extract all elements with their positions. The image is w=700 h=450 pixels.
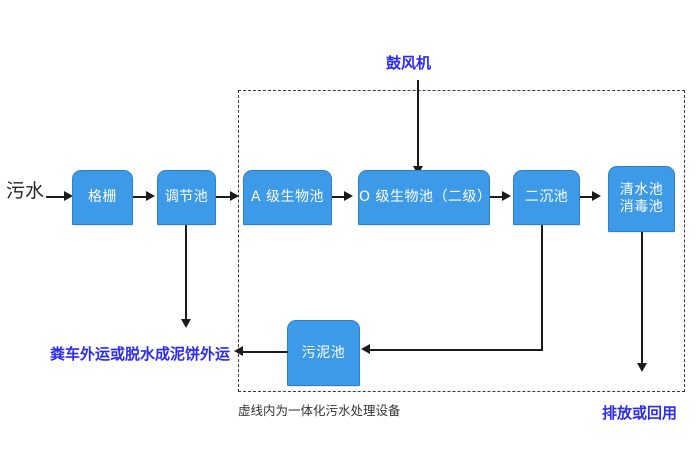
node-a-stage-bioreactor[interactable]: A 级生物池 (243, 170, 332, 225)
connector-settling-sludge-arrow (361, 343, 370, 354)
node-sludge-tank[interactable]: 污泥池 (287, 320, 360, 386)
connector-settling-sludge-horizontal (370, 349, 543, 351)
node-a-stage-bioreactor-label: A 级生物池 (250, 189, 325, 206)
node-regulating-tank-label: 调节池 (164, 189, 209, 206)
connector-astage-ostage-arrow (344, 190, 353, 201)
node-regulating-tank[interactable]: 调节池 (157, 170, 216, 225)
connector-settling-clearwater-arrow (592, 190, 601, 201)
node-o-stage-bioreactor-label: O 级生物池（二级） (359, 189, 492, 206)
connector-settling-clearwater (580, 196, 594, 198)
connector-clearwater-discharge (641, 232, 643, 365)
connector-regulating-disposal (185, 225, 187, 321)
sludge-disposal-label: 粪车外运或脱水成泥饼外运 (50, 345, 231, 363)
connector-regulating-disposal-arrow (180, 319, 191, 328)
connector-inlet-grate (46, 196, 66, 198)
integrated-equipment-enclosure (238, 90, 685, 392)
enclosure-caption: 虚线内为一体化污水处理设备 (238, 403, 401, 418)
connector-regulating-astage (216, 196, 232, 198)
inlet-label: 污水 (6, 180, 45, 202)
connector-inlet-grate-arrow (64, 190, 73, 201)
connector-grate-regulating-arrow (146, 190, 155, 201)
connector-sludge-disposal-arrow (234, 345, 243, 356)
node-secondary-settling-tank-label: 二沉池 (524, 189, 569, 206)
node-grate[interactable]: 格栅 (72, 170, 133, 225)
connector-clearwater-discharge-arrow (636, 363, 647, 372)
blower-connector-line (417, 80, 419, 168)
node-disinfection-label: 消毒池 (619, 199, 664, 215)
node-clearwater-disinfection-tank[interactable]: 清水池 消毒池 (608, 166, 675, 232)
connector-settling-sludge-vertical (541, 225, 543, 351)
connector-sludge-disposal (243, 351, 288, 353)
blower-label: 鼓风机 (386, 54, 432, 72)
node-sludge-tank-label: 污泥池 (301, 344, 346, 361)
node-grate-label: 格栅 (88, 189, 117, 206)
connector-ostage-settling (490, 196, 504, 198)
node-clearwater-label: 清水池 (619, 182, 664, 199)
node-o-stage-bioreactor[interactable]: O 级生物池（二级） (358, 170, 492, 225)
connector-ostage-settling-arrow (502, 190, 511, 201)
node-secondary-settling-tank[interactable]: 二沉池 (513, 170, 580, 225)
connector-grate-regulating (133, 196, 148, 198)
connector-astage-ostage (332, 196, 346, 198)
connector-regulating-astage-arrow (230, 190, 239, 201)
discharge-label: 排放或回用 (602, 404, 678, 422)
